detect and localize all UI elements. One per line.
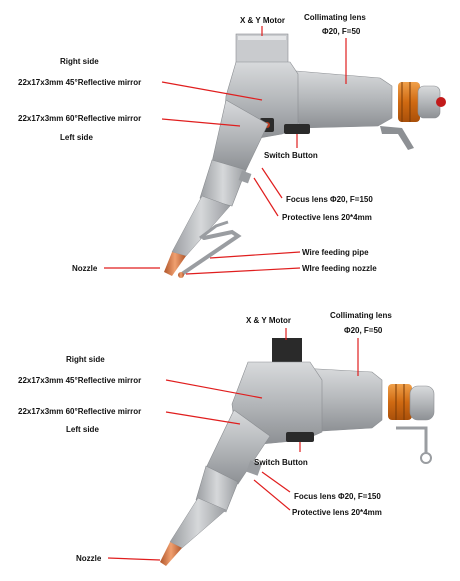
label-xy-motor-2: X & Y Motor	[246, 316, 291, 325]
label-right-side: Right side	[60, 57, 99, 66]
label-collimating-lens-2: Collimating lens	[330, 311, 392, 320]
label-nozzle-2: Nozzle	[76, 554, 102, 563]
label-mirror-60-2: 22x17x3mm 60°Reflective mirror	[18, 407, 141, 416]
leader-focus-bottom	[261, 471, 291, 493]
label-collimating-spec: Φ20, F=50	[322, 27, 361, 36]
leader-wire-nozzle-top	[185, 267, 301, 275]
leader-protective-bottom	[253, 479, 291, 511]
leader-nozzle-bottom	[107, 557, 161, 561]
leader-wire-pipe-top	[209, 251, 301, 259]
label-wire-feeding-pipe: Wire feeding pipe	[302, 248, 369, 257]
label-xy-motor: X & Y Motor	[240, 16, 285, 25]
label-right-side-2: Right side	[66, 355, 105, 364]
diagram-top: X & Y Motor Collimating lens Φ20, F=50 R…	[18, 13, 446, 278]
label-wire-feeding-nozzle: WIre feeding nozzle	[302, 264, 377, 273]
diagram-bottom: X & Y Motor Collimating lens Φ20, F=50 R…	[18, 311, 435, 566]
leader-mirror45-top	[161, 81, 263, 101]
label-left-side-2: Left side	[66, 425, 99, 434]
label-left-side: Left side	[60, 133, 93, 142]
label-focus-lens-2: Focus lens Φ20, F=150	[294, 492, 381, 501]
label-protective-lens-2: Protective lens 20*4mm	[292, 508, 382, 517]
leader-mirror60-top	[161, 118, 241, 127]
label-mirror-45-2: 22x17x3mm 45°Reflective mirror	[18, 376, 141, 385]
welding-head-illustration-top	[164, 33, 446, 278]
leader-mirror45-bottom	[165, 379, 263, 399]
leader-protective-top	[253, 177, 279, 217]
label-collimating-lens: Collimating lens	[304, 13, 366, 22]
label-mirror-60: 22x17x3mm 60°Reflective mirror	[18, 114, 141, 123]
label-switch-button-2: Switch Button	[254, 458, 308, 467]
label-protective-lens: Protective lens 20*4mm	[282, 213, 372, 222]
label-nozzle: Nozzle	[72, 264, 98, 273]
welding-head-illustration-bottom	[160, 338, 435, 566]
leader-mirror60-bottom	[165, 411, 241, 425]
label-switch-button: Switch Button	[264, 151, 318, 160]
leader-focus-top	[261, 167, 283, 199]
label-mirror-45: 22x17x3mm 45°Reflective mirror	[18, 78, 141, 87]
label-focus-lens: Focus lens Φ20, F=150	[286, 195, 373, 204]
label-collimating-spec-2: Φ20, F=50	[344, 326, 383, 335]
